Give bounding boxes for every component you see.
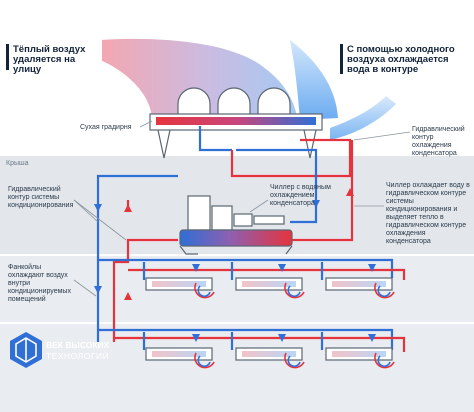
logo-line-2: ТЕХНОЛОГИЙ [46, 351, 110, 361]
label-chiller-description: Чиллер охлаждает воду в гидравлическом к… [386, 182, 470, 245]
chiller [179, 195, 293, 255]
cold-air-flow-2 [330, 96, 396, 140]
fancoil-units [145, 277, 395, 369]
fancoil-unit [235, 347, 305, 369]
flow-arrows [94, 188, 376, 342]
fancoil-unit [145, 277, 215, 299]
header-right-accent [340, 44, 343, 74]
header-right-text: С помощью холодного воздуха охлаждается … [347, 44, 455, 75]
label-chiller: Чиллер с водяным охлаждением конденсатор… [270, 184, 331, 207]
leader-lines [73, 120, 411, 297]
logo-line-1: ВЕК ВЫСОКИХ [46, 340, 110, 350]
header-right-box [340, 40, 468, 92]
header-left-text: Тёплый воздух удаляется на улицу [13, 44, 86, 75]
fancoil-unit [235, 277, 305, 299]
header-left-box [6, 40, 102, 94]
label-fancoils: Фанкойлы охлаждают воздух внутри кондици… [8, 264, 71, 303]
label-roof: Крыша [6, 160, 29, 167]
label-dry-cooler: Сухая градирня [80, 124, 132, 131]
logo-icon [10, 332, 42, 368]
fancoil-unit [325, 347, 395, 369]
fancoil-unit [145, 347, 215, 369]
cold-air-flow [290, 40, 338, 120]
fancoil-unit [325, 277, 395, 299]
label-ac-loop: Гидравлический контур системы кондициони… [8, 186, 74, 209]
label-condenser-loop: Гидравлический контур охлаждения конденс… [412, 126, 465, 157]
condenser-loop-pipes [198, 126, 354, 242]
header-left-accent [6, 44, 9, 70]
